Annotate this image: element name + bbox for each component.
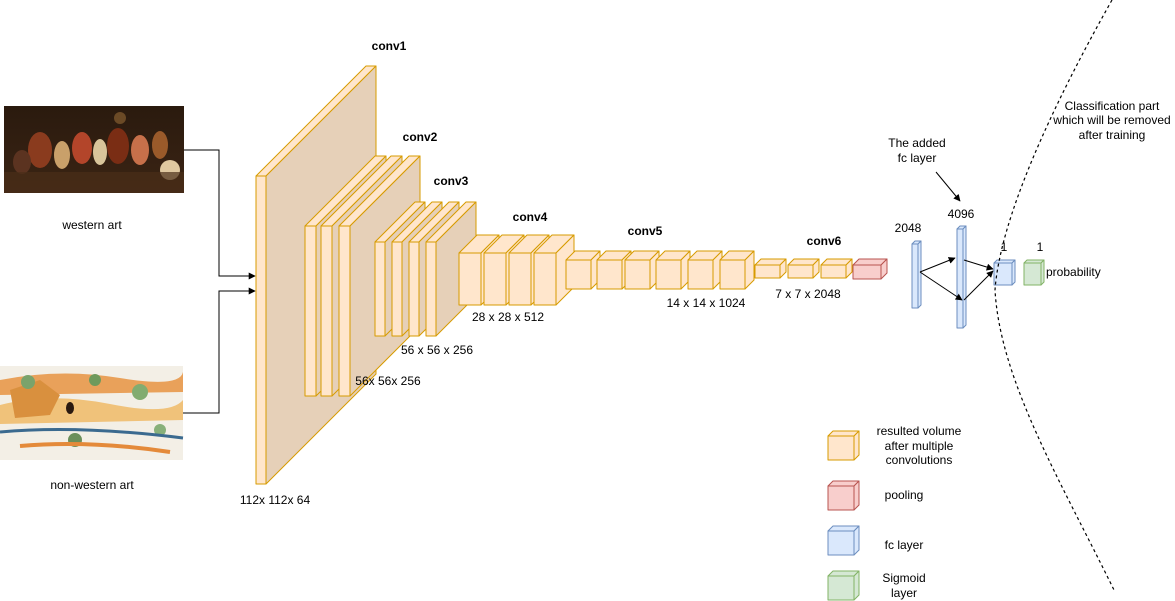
conv2-dims: 56x 56x 256 (355, 374, 421, 388)
fc-2048-layer (911, 240, 922, 309)
sigmoid-out-1-label: 1 (1037, 240, 1044, 254)
conv1-title: conv1 (372, 39, 407, 53)
conv2-title: conv2 (403, 130, 438, 144)
conv6-dims: 7 x 7 x 2048 (775, 287, 841, 301)
conv5-volume (687, 250, 723, 290)
conv5-volume (624, 250, 660, 290)
classification-boundary (994, 0, 1116, 593)
conv6-volume (787, 258, 820, 279)
classification-line-1: Classification part (1065, 99, 1160, 113)
legend-sigmoid-swatch (827, 570, 860, 601)
conv-blocks (255, 65, 888, 485)
fc-size-4096: 4096 (948, 207, 975, 221)
legend-conv-swatch (827, 430, 860, 461)
conv3-title: conv3 (434, 174, 469, 188)
fc-connections (919, 257, 994, 301)
legend-conv-line-3: convolutions (886, 453, 953, 467)
conv3-dims: 56 x 56 x 256 (401, 343, 473, 357)
conv1-dims: 112x 112x 64 (240, 493, 311, 507)
conv6-volume (820, 258, 853, 279)
input-connectors (183, 149, 256, 414)
fc-output-node (993, 259, 1016, 286)
added-fc-line-2: fc layer (898, 151, 937, 165)
classification-line-3: after training (1079, 128, 1146, 142)
conv6-volume (754, 258, 787, 279)
fc-4096-layer (956, 225, 967, 329)
conv5-volume (655, 250, 691, 290)
western-art-image (4, 106, 184, 193)
conv4-title: conv4 (513, 210, 548, 224)
sigmoid-node (1023, 259, 1045, 286)
conv4-dims: 28 x 28 x 512 (472, 310, 544, 324)
conv5-volume (565, 250, 601, 290)
western-art-label: western art (61, 218, 122, 232)
legend-sigmoid-line-1: Sigmoid (882, 571, 925, 585)
pooling-volume (852, 258, 888, 280)
legend-conv-line-2: after multiple (885, 439, 954, 453)
fc-size-2048: 2048 (895, 221, 922, 235)
added-fc-arrow (935, 171, 961, 202)
conv5-title: conv5 (628, 224, 663, 238)
added-fc-line-1: The added (888, 136, 945, 150)
conv6-title: conv6 (807, 234, 842, 248)
legend-pool-swatch (827, 480, 860, 511)
non-western-art-image (0, 366, 184, 460)
legend-fc-label: fc layer (885, 538, 924, 552)
conv5-dims: 14 x 14 x 1024 (667, 296, 746, 310)
legend (827, 430, 860, 601)
legend-conv-line-1: resulted volume (877, 424, 962, 438)
fc-out-1-label: 1 (1001, 240, 1008, 254)
conv5-volume (719, 250, 755, 290)
legend-sigmoid-line-2: layer (891, 586, 917, 600)
legend-pool-label: pooling (885, 488, 924, 502)
non-western-art-label: non-western art (50, 478, 134, 492)
fc-layers (911, 225, 1045, 329)
legend-fc-swatch (827, 525, 860, 556)
probability-label: probability (1046, 265, 1101, 279)
classification-line-2: which will be removed (1052, 113, 1170, 127)
